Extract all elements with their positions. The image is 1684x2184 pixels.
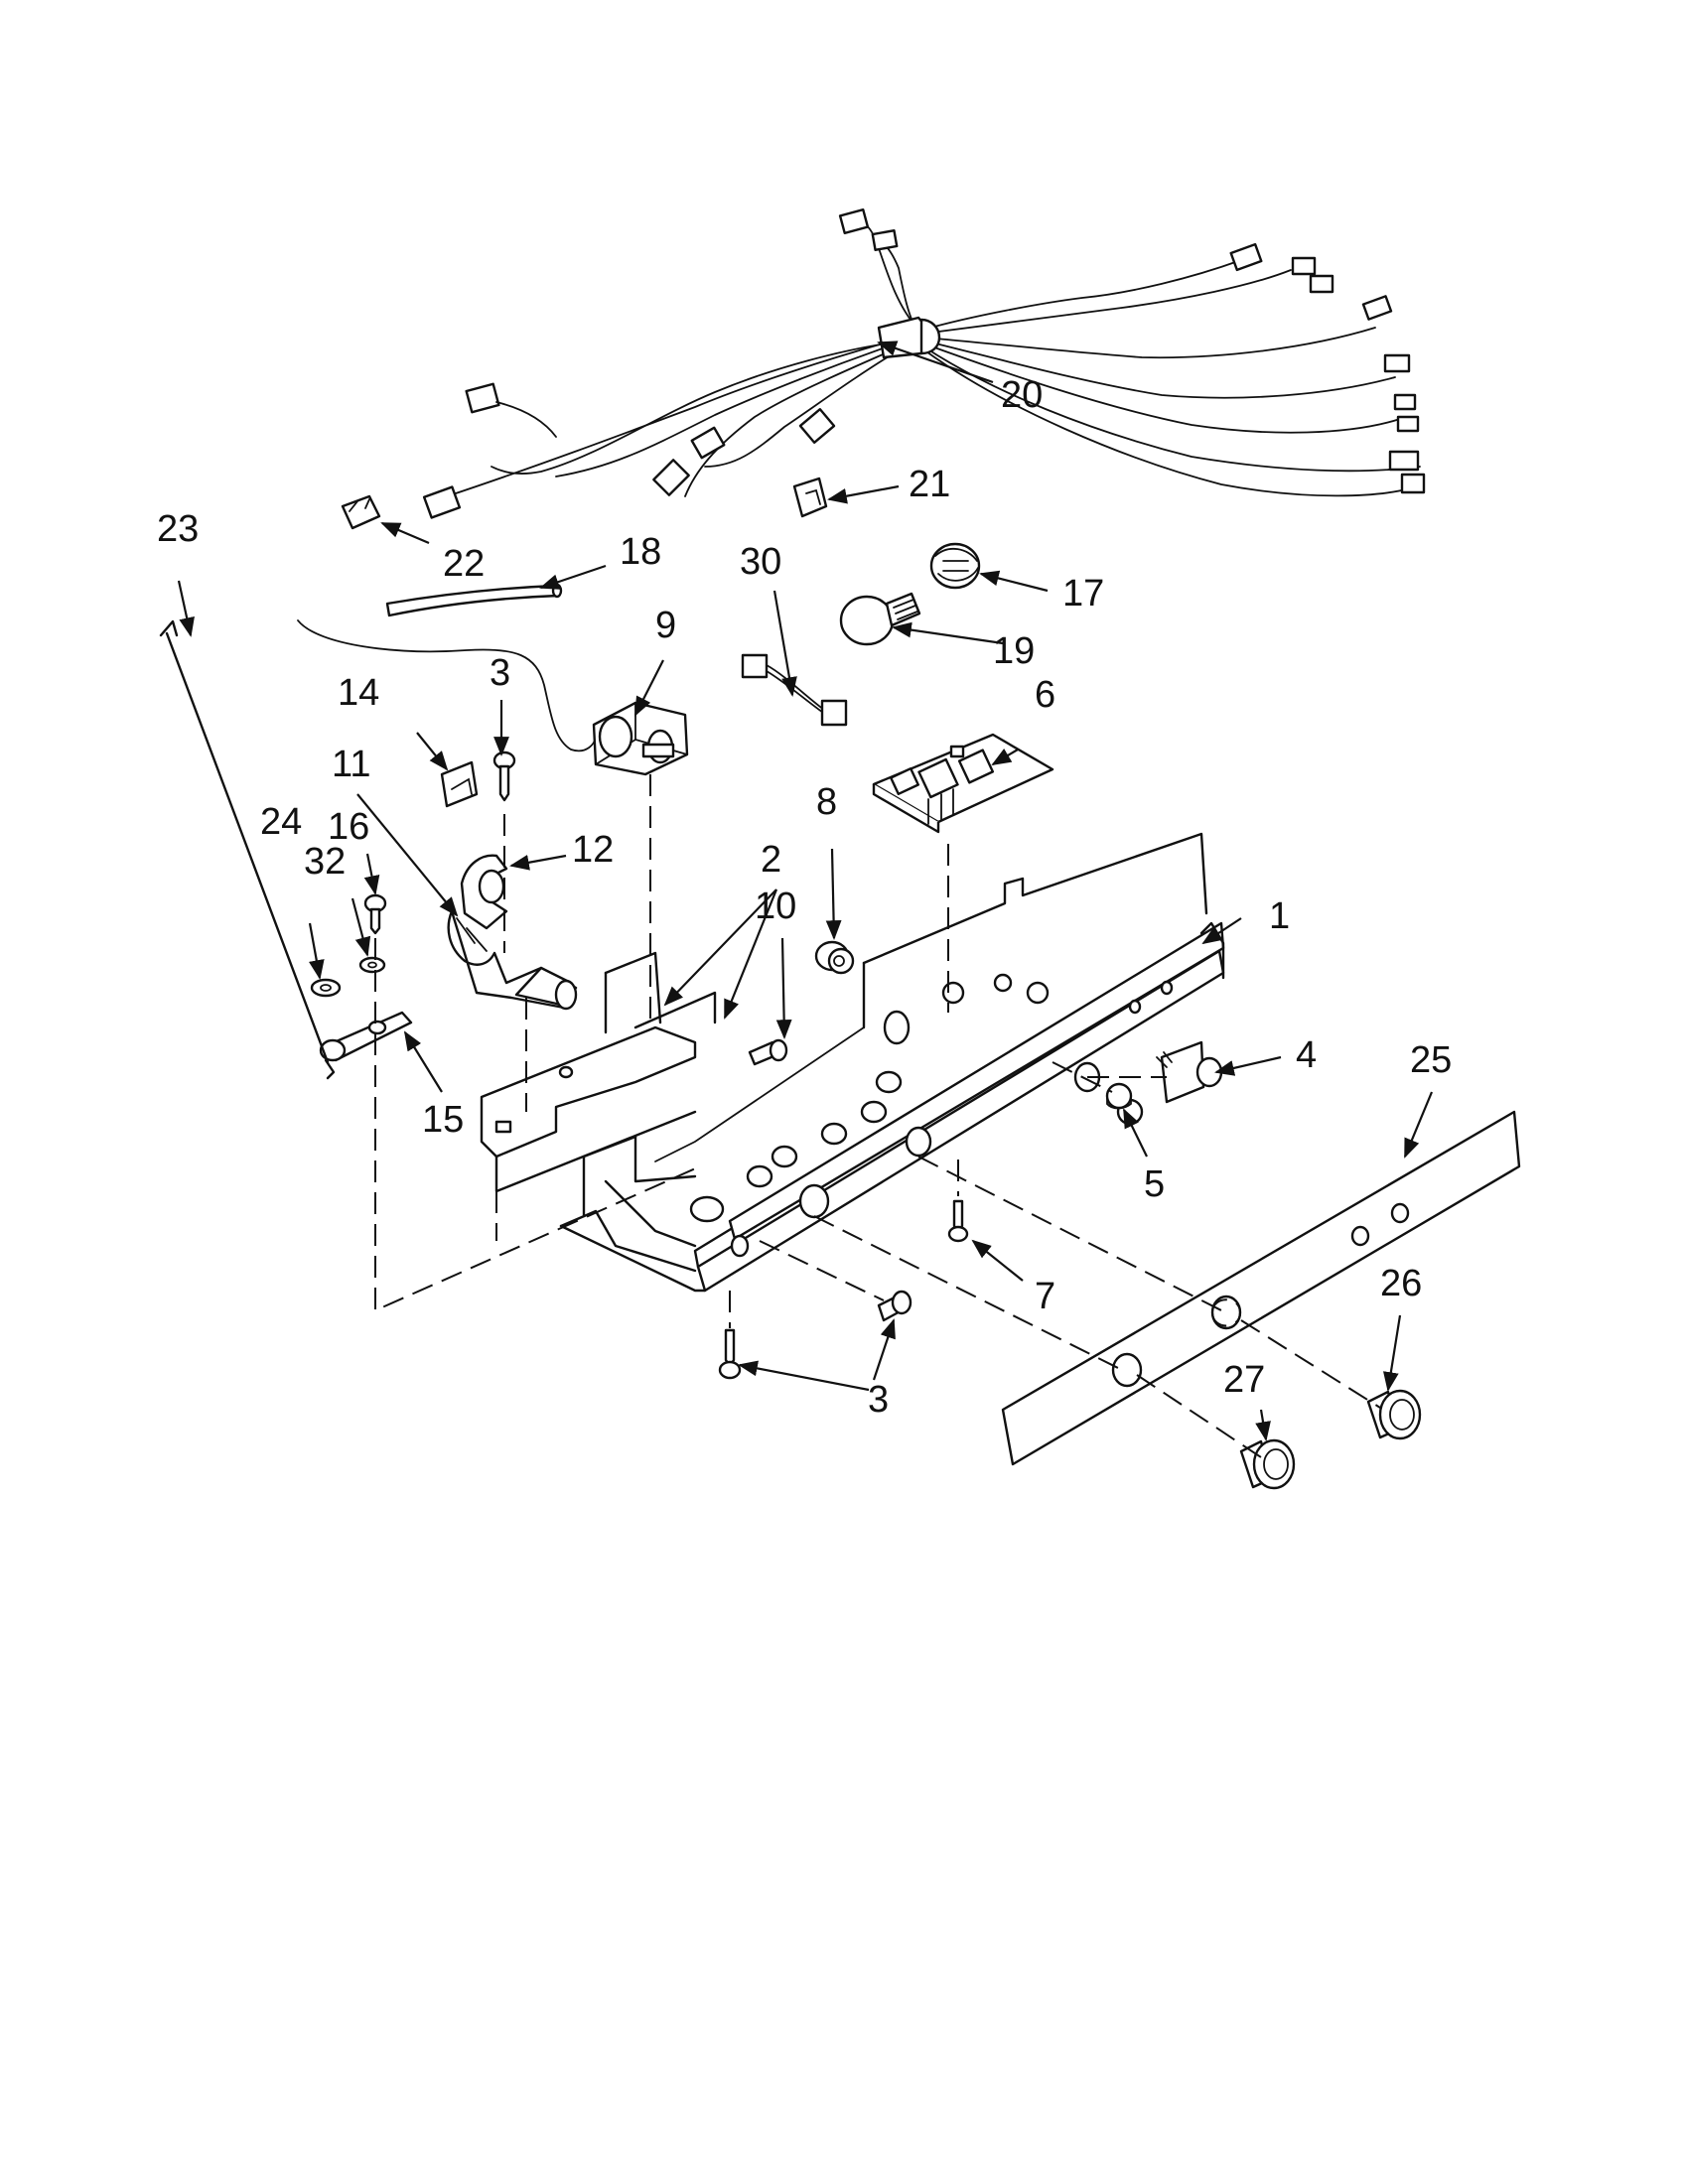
callout-7: 7 [1035, 1276, 1055, 1317]
callout-32: 32 [304, 841, 346, 883]
part-11-control-shaft [447, 909, 578, 1011]
callout-16: 16 [328, 806, 369, 848]
part-4-switch [1156, 1040, 1223, 1104]
callout-3-top: 3 [490, 652, 510, 694]
callout-4: 4 [1296, 1034, 1317, 1076]
part-12-clamp [460, 854, 508, 930]
callout-20: 20 [1001, 374, 1043, 416]
screw-3-bottom [718, 1328, 742, 1380]
part-15-arm [319, 1011, 413, 1062]
screw-16 [363, 893, 387, 935]
part-30-wire-assembly [741, 653, 848, 727]
assembly-lines [374, 774, 1381, 1458]
part-26-lens [1366, 1389, 1422, 1440]
callout-15: 15 [422, 1099, 464, 1141]
part-17-socket [929, 542, 981, 590]
callout-10: 10 [755, 886, 796, 927]
callout-9: 9 [655, 605, 676, 646]
callout-2: 2 [761, 839, 781, 881]
callout-1: 1 [1269, 895, 1290, 937]
part-19-bulb [839, 592, 921, 646]
part-14-cover [440, 760, 479, 808]
callout-21: 21 [909, 464, 950, 505]
screw-3-top [492, 751, 516, 802]
part-8-grommet [814, 940, 855, 975]
callout-25: 25 [1410, 1039, 1452, 1081]
part-21-clip [792, 477, 828, 518]
part-22-clip [341, 494, 381, 530]
washer-32 [358, 956, 386, 974]
callout-14: 14 [338, 672, 379, 714]
callout-11: 11 [332, 744, 370, 785]
callout-8: 8 [816, 781, 837, 823]
screw-7 [947, 1199, 969, 1243]
part-6-control-board [872, 733, 1054, 834]
screw-3-front [877, 1290, 912, 1322]
callout-12: 12 [572, 829, 614, 871]
screw-10 [748, 1038, 788, 1066]
part-27-lens [1239, 1438, 1296, 1490]
leader-arrows [177, 341, 1434, 1441]
callout-24: 24 [260, 801, 302, 843]
part-1-control-housing [559, 832, 1225, 1293]
callout-6: 6 [1035, 674, 1055, 716]
callout-22: 22 [443, 543, 485, 585]
wire-harness [422, 208, 1426, 519]
part-23-rod [159, 619, 336, 1080]
callout-labels: 1 2 3 3 4 5 6 7 8 9 10 11 12 14 15 16 17… [157, 374, 1452, 1421]
callout-17: 17 [1062, 573, 1104, 614]
part-18-tube [385, 583, 563, 617]
callout-19: 19 [993, 630, 1035, 672]
part-25-front-panel [1001, 1110, 1521, 1466]
callout-3-bottom: 3 [868, 1379, 889, 1421]
callout-23: 23 [157, 508, 199, 550]
part-5-button [1105, 1082, 1133, 1110]
callout-27: 27 [1223, 1359, 1265, 1401]
callout-5: 5 [1144, 1163, 1165, 1205]
callout-26: 26 [1380, 1263, 1422, 1304]
washer-24 [310, 978, 342, 998]
callout-18: 18 [620, 531, 661, 573]
callout-30: 30 [740, 541, 781, 583]
